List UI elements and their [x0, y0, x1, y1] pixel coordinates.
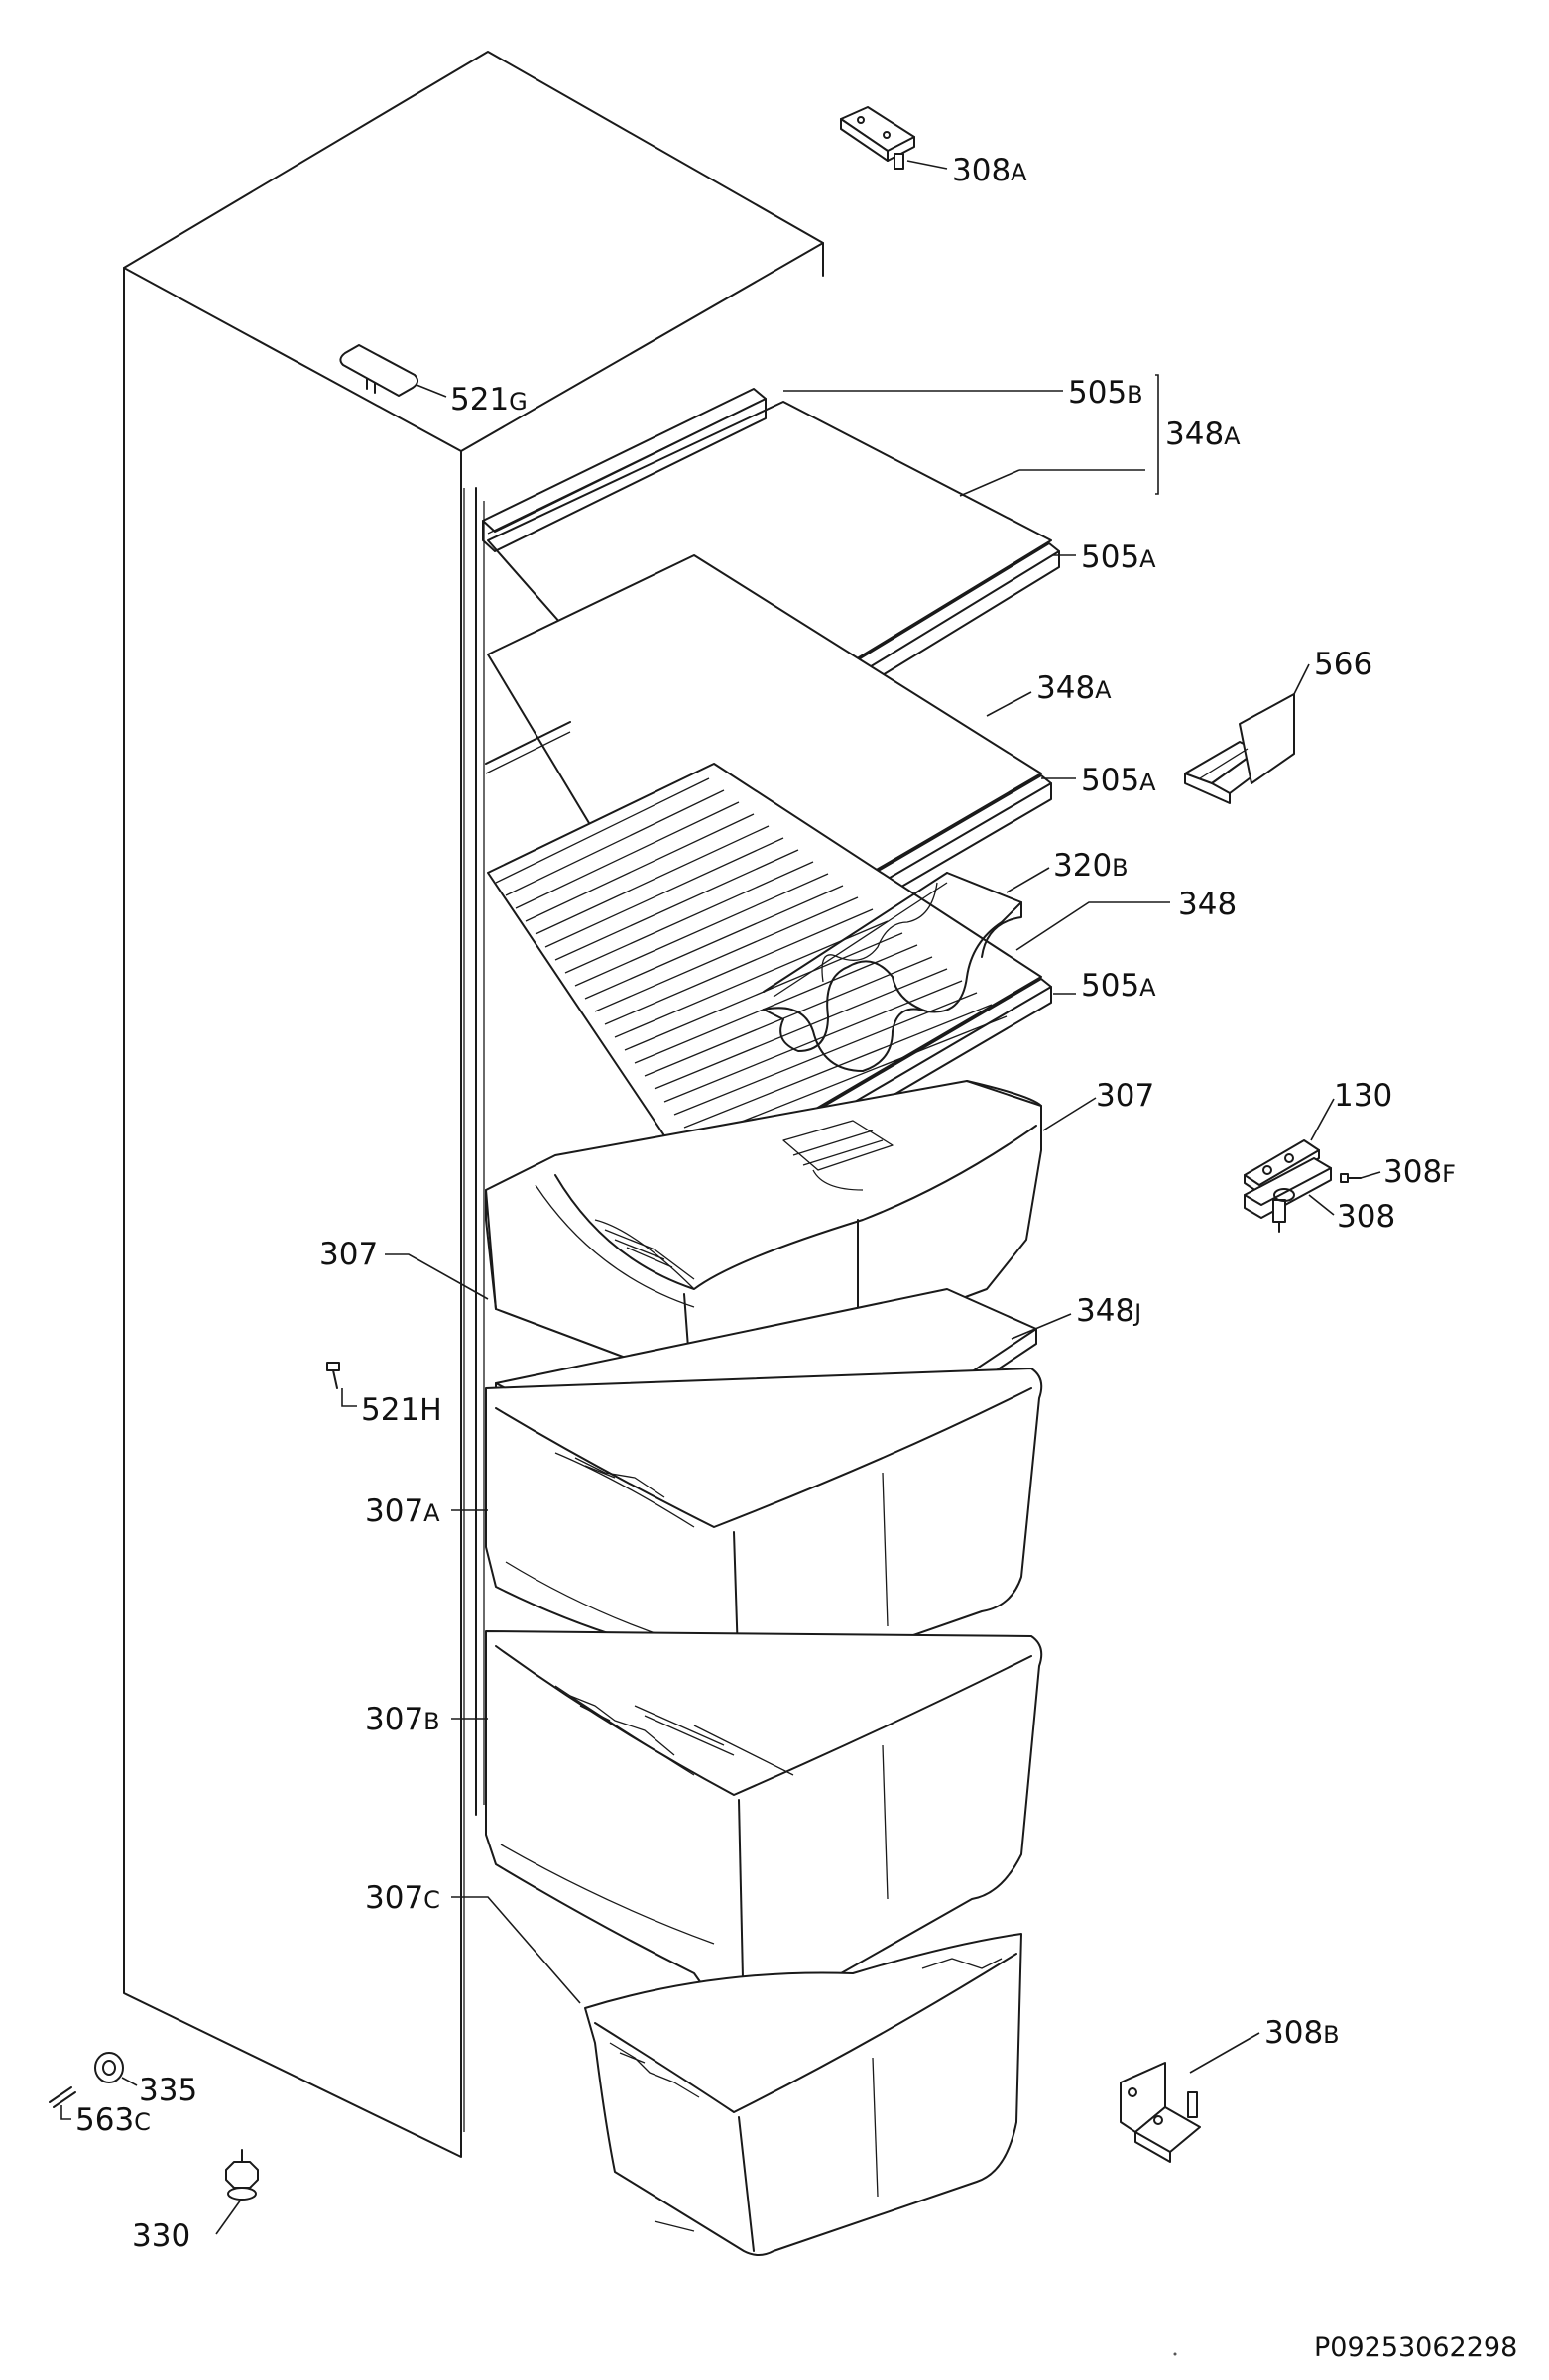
label-348a: 348A [1036, 670, 1112, 706]
part-labels: 308A 521G 505B 348A 505A 566 348A 505A 3… [75, 153, 1456, 2254]
label-307-right: 307 [1096, 1078, 1154, 1114]
label-307-left: 307 [319, 1237, 378, 1272]
pin-563c [49, 2086, 76, 2108]
screw-308f [1340, 1173, 1362, 1183]
drawer-307b [485, 1630, 1043, 2029]
top-hinge-308a [840, 106, 915, 170]
leader-lines [60, 160, 1381, 2235]
label-348: 348 [1178, 887, 1237, 922]
wine-rack-320b [763, 872, 1022, 1072]
label-308f: 308F [1383, 1154, 1456, 1190]
label-335: 335 [139, 2073, 197, 2108]
label-505a-3: 505A [1081, 968, 1156, 1004]
label-521h: 521H [361, 1392, 442, 1428]
label-308a: 308A [952, 153, 1027, 188]
adjustable-foot-330 [225, 2149, 259, 2201]
label-505b: 505B [1068, 375, 1143, 411]
label-505a-1: 505A [1081, 539, 1156, 575]
label-307b: 307B [365, 1702, 440, 1737]
roller-335 [94, 2052, 124, 2083]
label-320b: 320B [1053, 848, 1129, 884]
label-308: 308 [1337, 1199, 1395, 1235]
hinge-308 [1244, 1157, 1332, 1233]
top-cover-521g [339, 344, 418, 397]
label-307a: 307A [365, 1493, 440, 1529]
label-566: 566 [1314, 647, 1372, 682]
cabinet-body [123, 51, 824, 2158]
drawer-307 [485, 1080, 1042, 1429]
label-330: 330 [132, 2218, 190, 2254]
speck [1173, 2352, 1177, 2356]
label-348a-group: 348A [1165, 416, 1241, 452]
label-307c: 307C [365, 1880, 440, 1916]
label-348j: 348J [1076, 1293, 1141, 1329]
drawer-307c [584, 1933, 1022, 2256]
label-521g: 521G [450, 382, 528, 417]
label-130: 130 [1334, 1078, 1392, 1114]
bottom-hinge-308b [1120, 2062, 1201, 2163]
label-563c: 563C [75, 2102, 151, 2138]
bracket-566 [1184, 693, 1295, 804]
label-308b: 308B [1264, 2015, 1340, 2051]
drawing-number: P09253062298 [1314, 2332, 1517, 2363]
label-505a-2: 505A [1081, 763, 1156, 798]
screw-521h [326, 1362, 340, 1389]
